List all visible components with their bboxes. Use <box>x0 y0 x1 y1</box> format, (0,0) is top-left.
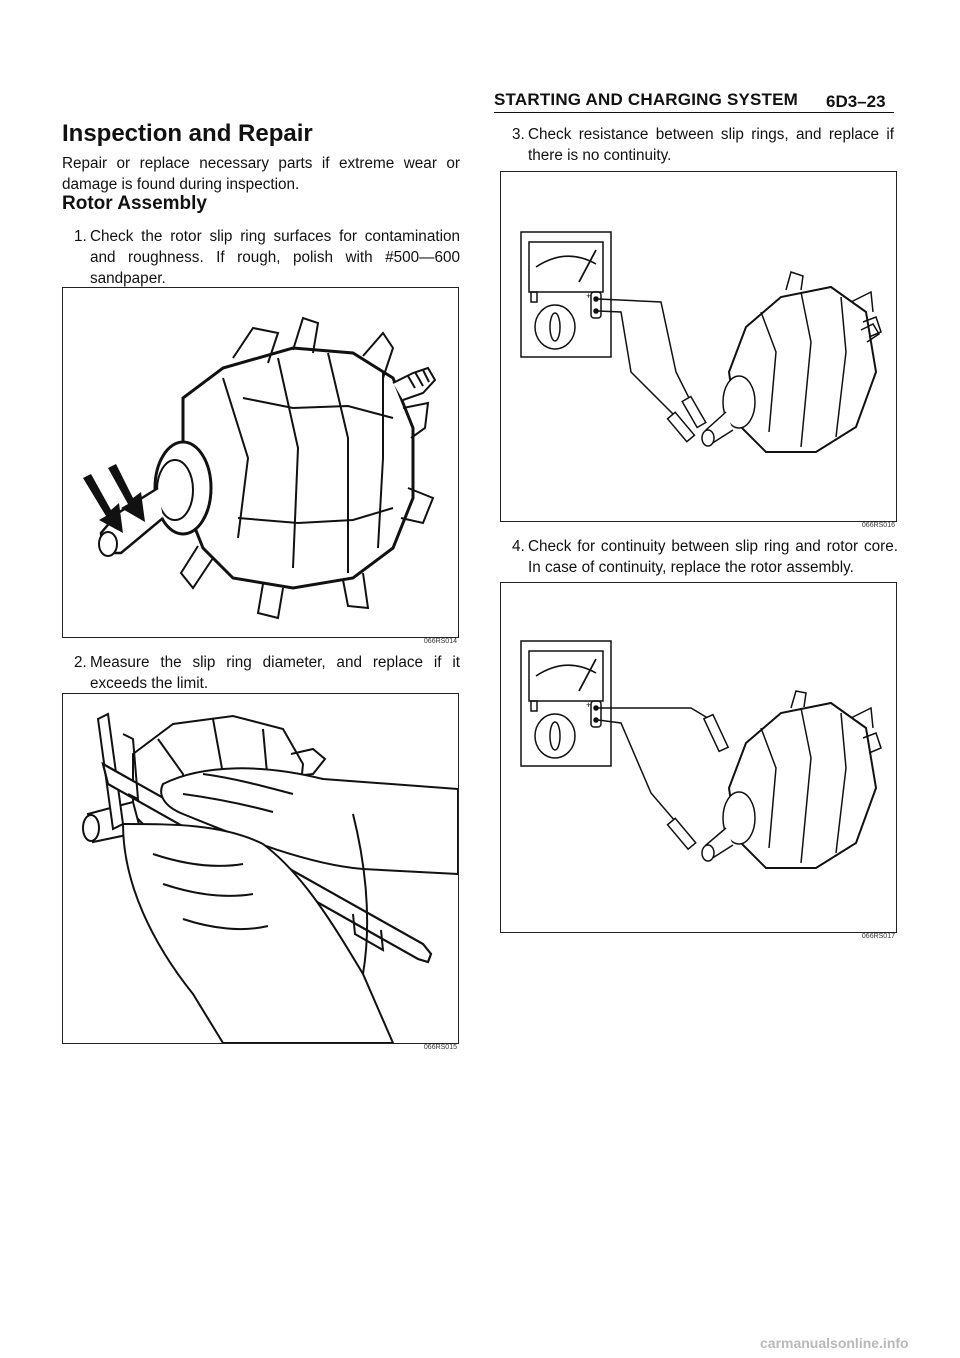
header-rule <box>494 112 894 113</box>
caliper-illustration <box>82 712 458 1043</box>
step-text: Check for continuity between slip ring a… <box>528 538 898 576</box>
figure-continuity-check: + <box>500 582 897 933</box>
step-number: 3. <box>512 126 525 143</box>
figure-caliper-measurement <box>62 693 459 1044</box>
ohmmeter-rotor-core-illustration: + <box>520 640 882 869</box>
step-1: 1. Check the rotor slip ring surfaces fo… <box>74 226 460 289</box>
meter-plus-label: + <box>586 700 591 710</box>
figure-label: 066RS017 <box>861 933 895 940</box>
step-4: 4. Check for continuity between slip rin… <box>512 536 898 578</box>
figure-label: 066RS015 <box>423 1044 457 1051</box>
figure-label: 066RS016 <box>861 522 895 529</box>
rotor-illustration <box>83 316 437 620</box>
meter-plus-label: + <box>586 291 591 301</box>
step-number: 1. <box>74 228 87 245</box>
intro-paragraph: Repair or replace necessary parts if ext… <box>62 155 460 193</box>
figure-resistance-check: + <box>500 171 897 522</box>
step-number: 4. <box>512 538 525 555</box>
subheading: Rotor Assembly <box>62 193 207 214</box>
figure-rotor-slip-ring <box>62 287 459 638</box>
step-text: Check the rotor slip ring surfaces for c… <box>90 228 460 287</box>
ohmmeter-rotor-illustration: + <box>520 231 882 453</box>
step-3: 3. Check resistance between slip rings, … <box>512 124 894 166</box>
step-text: Measure the slip ring diameter, and repl… <box>90 654 460 692</box>
watermark-link[interactable]: carmanualsonline.info <box>760 1335 909 1351</box>
section-header: STARTING AND CHARGING SYSTEM <box>494 90 799 109</box>
figure-label: 066RS014 <box>423 638 457 645</box>
page-title: Inspection and Repair <box>62 120 313 147</box>
step-text: Check resistance between slip rings, and… <box>528 126 894 164</box>
page-number: 6D3–23 <box>826 92 886 111</box>
step-2: 2. Measure the slip ring diameter, and r… <box>74 652 460 694</box>
step-number: 2. <box>74 654 87 671</box>
